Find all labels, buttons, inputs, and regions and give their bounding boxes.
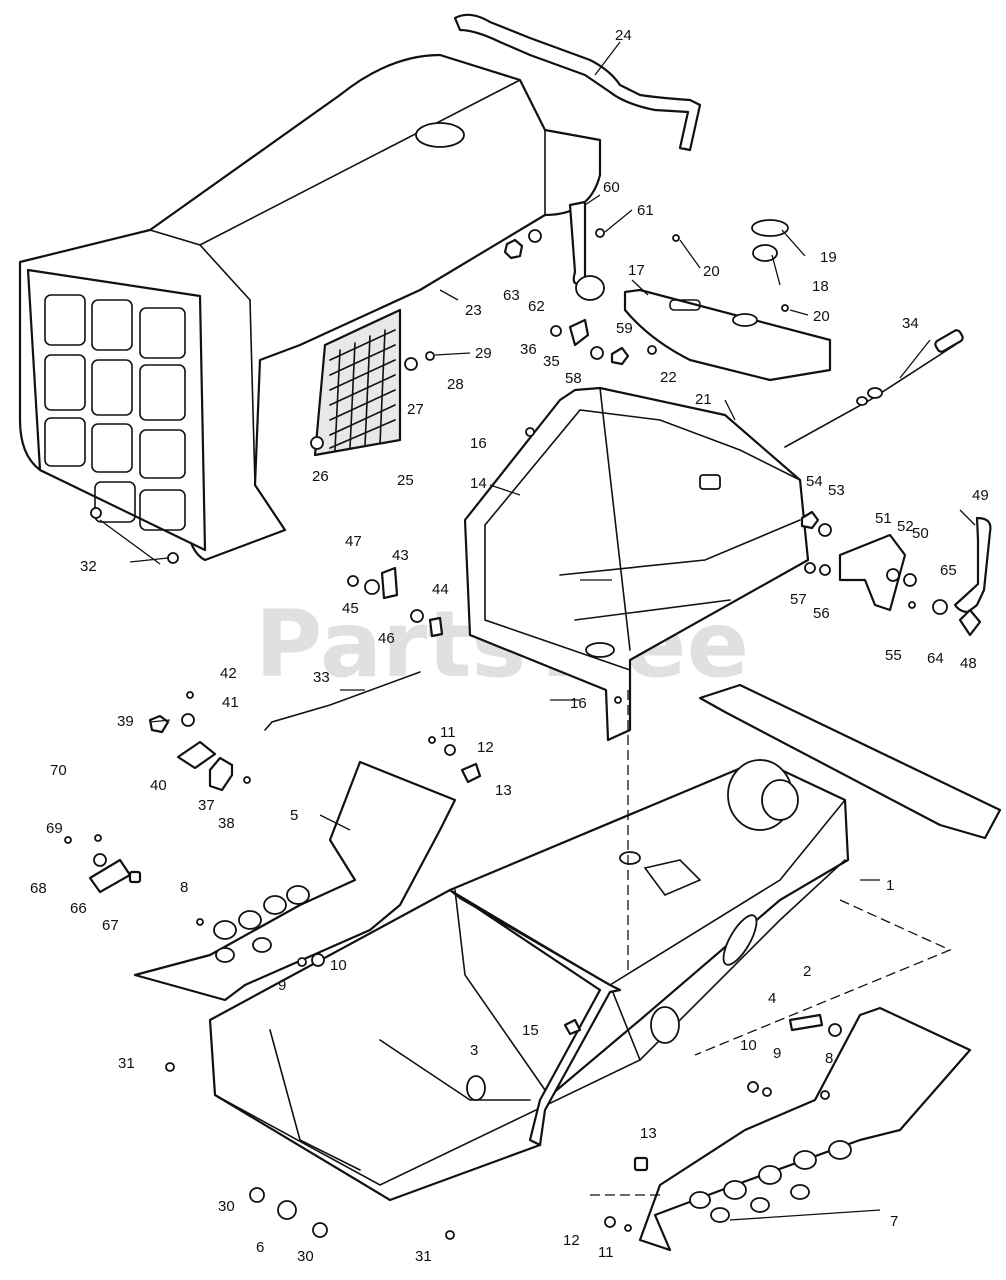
callout-12b: 12 bbox=[563, 1232, 580, 1249]
callout-13b: 13 bbox=[640, 1125, 657, 1142]
callout-4: 4 bbox=[768, 990, 776, 1007]
callout-40: 40 bbox=[150, 777, 167, 794]
callout-48: 48 bbox=[960, 655, 977, 672]
callout-55: 55 bbox=[885, 647, 902, 664]
callout-8a: 8 bbox=[180, 879, 188, 896]
callout-9a: 9 bbox=[278, 977, 286, 994]
callout-50: 50 bbox=[912, 525, 929, 542]
leader-lines bbox=[99, 41, 976, 1221]
callout-6: 6 bbox=[256, 1239, 264, 1256]
callout-30b: 30 bbox=[297, 1248, 314, 1265]
callout-42: 42 bbox=[220, 665, 237, 682]
callout-18: 18 bbox=[812, 278, 829, 295]
callout-19: 19 bbox=[820, 249, 837, 266]
callout-21: 21 bbox=[695, 391, 712, 408]
callout-57: 57 bbox=[790, 591, 807, 608]
callout-60: 60 bbox=[603, 179, 620, 196]
footrest-left bbox=[133, 760, 457, 1002]
callout-20b: 20 bbox=[813, 308, 830, 325]
callout-2: 2 bbox=[803, 963, 811, 980]
callout-29: 29 bbox=[475, 345, 492, 362]
callout-36: 36 bbox=[520, 341, 537, 358]
callout-31a: 31 bbox=[118, 1055, 135, 1072]
hood-grab-hole bbox=[415, 122, 465, 148]
callout-10b: 10 bbox=[740, 1037, 757, 1054]
callout-65: 65 bbox=[940, 562, 957, 579]
callout-12a: 12 bbox=[477, 739, 494, 756]
callout-53: 53 bbox=[828, 482, 845, 499]
callout-61: 61 bbox=[637, 202, 654, 219]
main-frame bbox=[208, 758, 850, 1202]
callout-20a: 20 bbox=[703, 263, 720, 280]
callout-47: 47 bbox=[345, 533, 362, 550]
callout-51: 51 bbox=[875, 510, 892, 527]
callout-63: 63 bbox=[503, 287, 520, 304]
callout-30a: 30 bbox=[218, 1198, 235, 1215]
callout-31b: 31 bbox=[415, 1248, 432, 1265]
callout-26: 26 bbox=[312, 468, 329, 485]
dash-cover bbox=[623, 288, 832, 382]
hardware bbox=[64, 200, 992, 1240]
callout-1: 1 bbox=[886, 877, 894, 894]
callout-24: 24 bbox=[615, 27, 632, 44]
callout-10a: 10 bbox=[330, 957, 347, 974]
callout-22: 22 bbox=[660, 369, 677, 386]
assembly-lines bbox=[590, 690, 952, 1196]
footrest-right bbox=[638, 1006, 972, 1252]
callout-11b: 11 bbox=[598, 1244, 614, 1261]
callout-44: 44 bbox=[432, 581, 449, 598]
callout-49: 49 bbox=[972, 487, 989, 504]
callout-15: 15 bbox=[522, 1022, 539, 1039]
callout-33: 33 bbox=[313, 669, 330, 686]
callout-69: 69 bbox=[46, 820, 63, 837]
callout-52: 52 bbox=[897, 518, 914, 535]
callout-59: 59 bbox=[616, 320, 633, 337]
hood-grille bbox=[26, 268, 207, 552]
callout-58: 58 bbox=[565, 370, 582, 387]
callout-labels: 1 2 3 4 5 6 7 8 8 9 9 10 10 11 11 12 12 … bbox=[30, 27, 989, 1265]
callout-41: 41 bbox=[222, 694, 239, 711]
callout-34: 34 bbox=[902, 315, 919, 332]
callout-70: 70 bbox=[50, 762, 67, 779]
callout-32: 32 bbox=[80, 558, 97, 575]
callout-35: 35 bbox=[543, 353, 560, 370]
callout-16b: 16 bbox=[570, 695, 587, 712]
callout-11a: 11 bbox=[440, 724, 456, 741]
callout-43: 43 bbox=[392, 547, 409, 564]
callout-64: 64 bbox=[927, 650, 944, 667]
callout-13a: 13 bbox=[495, 782, 512, 799]
callout-17: 17 bbox=[628, 262, 645, 279]
callout-23: 23 bbox=[465, 302, 482, 319]
callout-27: 27 bbox=[407, 401, 424, 418]
hood-screen bbox=[313, 308, 402, 457]
hood-handle-bar bbox=[453, 13, 702, 152]
choke-cable bbox=[784, 329, 964, 448]
callout-3: 3 bbox=[470, 1042, 478, 1059]
callout-14: 14 bbox=[470, 475, 487, 492]
callout-68: 68 bbox=[30, 880, 47, 897]
callout-28: 28 bbox=[447, 376, 464, 393]
rear-support-bar bbox=[698, 683, 1002, 840]
callout-56: 56 bbox=[813, 605, 830, 622]
throttle-rod bbox=[264, 671, 421, 731]
callout-38: 38 bbox=[218, 815, 235, 832]
callout-8b: 8 bbox=[825, 1050, 833, 1067]
callout-45: 45 bbox=[342, 600, 359, 617]
callout-54: 54 bbox=[806, 473, 823, 490]
callout-16a: 16 bbox=[470, 435, 487, 452]
callout-9b: 9 bbox=[773, 1045, 781, 1062]
callout-39: 39 bbox=[117, 713, 134, 730]
callout-5: 5 bbox=[290, 807, 298, 824]
callout-62: 62 bbox=[528, 298, 545, 315]
callout-25: 25 bbox=[397, 472, 414, 489]
callout-67: 67 bbox=[102, 917, 119, 934]
callout-46: 46 bbox=[378, 630, 395, 647]
callout-37: 37 bbox=[198, 797, 215, 814]
callout-7: 7 bbox=[890, 1213, 898, 1230]
callout-66: 66 bbox=[70, 900, 87, 917]
dash-panel bbox=[463, 386, 810, 742]
